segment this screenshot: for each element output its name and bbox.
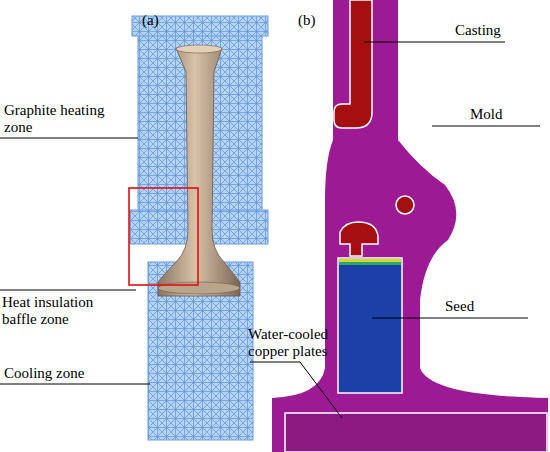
casting-model xyxy=(158,45,240,296)
furnace-mesh xyxy=(130,16,268,440)
part-label: Water-cooled copper plates xyxy=(248,326,348,360)
part-label: Cooling zone xyxy=(4,365,84,382)
part-label: Casting xyxy=(455,22,501,39)
casting-section xyxy=(334,0,414,256)
panel-label: (a) xyxy=(142,12,159,29)
highlight-box xyxy=(129,188,198,285)
mold-section xyxy=(272,0,548,452)
part-label: Heat insulation baffle zone xyxy=(2,294,127,328)
panel-label: (b) xyxy=(298,12,316,29)
part-label: Mold xyxy=(470,106,503,123)
leader-lines-a xyxy=(0,138,150,384)
seed-section xyxy=(338,258,402,393)
part-label: Graphite heating zone xyxy=(4,102,114,136)
part-label: Seed xyxy=(445,298,474,315)
leader-lines-b xyxy=(250,42,540,418)
